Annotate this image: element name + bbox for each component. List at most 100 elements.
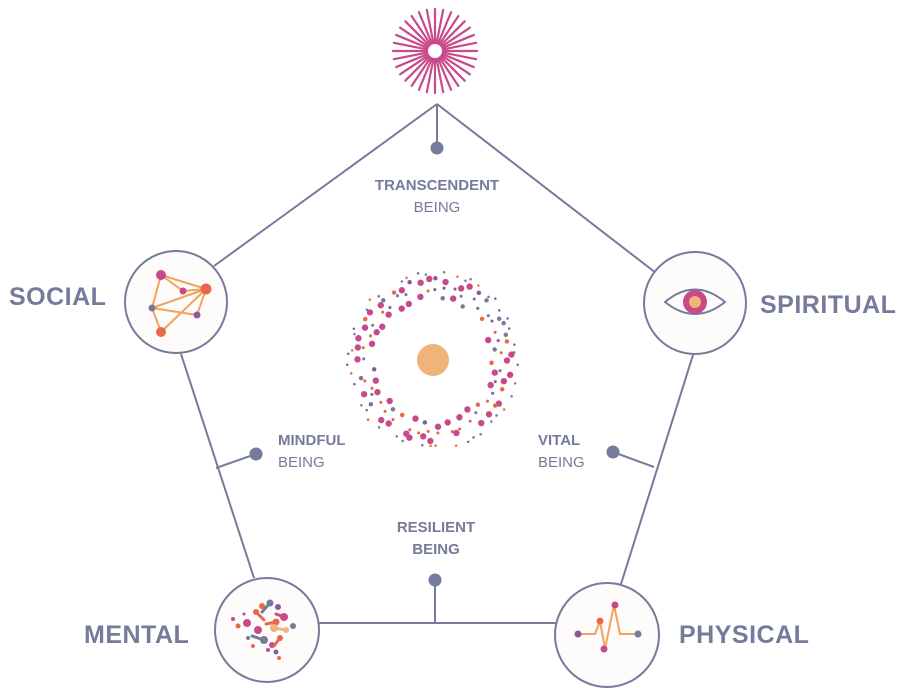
ring-dot: [385, 311, 392, 318]
ring-dot: [492, 347, 497, 352]
node-physical: [554, 582, 660, 688]
ring-dot: [472, 297, 476, 301]
ring-dot: [502, 408, 506, 411]
ring-dot: [442, 270, 446, 274]
brain-stroke: [250, 634, 266, 642]
ring-dot: [489, 360, 494, 366]
resilient-line1: RESILIENT: [396, 519, 476, 536]
ring-dot: [347, 352, 350, 356]
ring-dot: [474, 411, 478, 415]
brain-dot: [231, 617, 235, 621]
starburst-ray: [440, 26, 472, 48]
ring-dot: [368, 340, 376, 348]
ring-dot: [374, 388, 381, 396]
starburst-ray: [417, 57, 434, 91]
ring-dot: [503, 357, 511, 364]
brain-stroke: [272, 626, 288, 632]
ring-dot: [370, 386, 374, 390]
ring-dot: [453, 287, 457, 291]
ring-dot: [453, 429, 460, 437]
ring-dot: [379, 323, 386, 330]
ring-dot: [456, 414, 463, 421]
ring-dot: [491, 369, 499, 376]
mindful-line2: BEING: [278, 454, 325, 471]
brain-stroke: [264, 620, 278, 626]
edge-social-mental: [180, 353, 255, 579]
ring-dot: [458, 285, 465, 292]
ring-dot: [417, 293, 424, 301]
resilient-pin: [428, 573, 442, 587]
ring-dot: [466, 283, 473, 290]
starburst-ray: [425, 57, 435, 94]
label-mindful-being: MINDFUL BEING: [278, 430, 378, 474]
ring-dot: [390, 407, 396, 412]
ring-dot: [477, 284, 480, 287]
ring-dot: [485, 411, 493, 418]
ring-dot: [513, 343, 516, 346]
brain-dot: [259, 603, 265, 609]
ring-dot: [490, 319, 494, 323]
starburst-ray: [435, 8, 445, 45]
ring-dot: [398, 305, 405, 312]
edge-apex-social: [213, 103, 438, 267]
mindful-line1: MINDFUL: [278, 432, 346, 449]
ring-dot: [490, 420, 493, 423]
ring-dot: [361, 346, 365, 350]
ring-dot: [486, 314, 490, 318]
ring-dot: [436, 431, 440, 435]
ring-dot: [398, 287, 406, 294]
ring-dot: [501, 320, 506, 326]
ring-dot: [365, 408, 368, 412]
ring-dot: [496, 316, 502, 322]
transcendent-line1: TRANSCENDENT: [374, 177, 500, 194]
ring-dot: [495, 414, 498, 417]
starburst-ray: [441, 52, 475, 69]
starburst-ray: [439, 20, 466, 47]
brain-dot: [254, 626, 262, 634]
starburst-ray: [404, 20, 431, 47]
resilient-line2: BEING: [412, 541, 460, 558]
ring-dot: [354, 344, 362, 351]
being-connectors: [215, 104, 655, 623]
pentagon-edges: [180, 103, 694, 624]
ring-dot: [353, 382, 356, 386]
ring-dot: [476, 290, 482, 296]
ring-dot: [498, 309, 501, 312]
ring-dot: [377, 302, 384, 309]
starburst-ray: [441, 41, 478, 51]
label-physical: PHYSICAL: [679, 621, 810, 649]
ring-dot: [403, 430, 410, 437]
brain-stroke: [274, 612, 286, 619]
ring-dot: [454, 444, 458, 447]
node-social: [124, 250, 228, 354]
ring-dot: [487, 381, 494, 389]
ring-dot: [412, 415, 419, 422]
ring-dot: [459, 294, 463, 298]
node-spiritual: [643, 251, 747, 355]
ring-dot: [366, 309, 374, 316]
ring-dot: [368, 298, 372, 301]
center-core: [417, 344, 449, 376]
ring-dot: [420, 433, 427, 440]
ring-dot: [363, 379, 367, 383]
ring-dot: [368, 334, 373, 338]
ring-dot: [485, 399, 490, 403]
ring-dot: [499, 351, 503, 355]
ring-dot: [464, 279, 467, 282]
heartbeat-icon: [574, 601, 642, 653]
brain-stroke: [260, 601, 272, 614]
node-mental: [214, 577, 320, 683]
starburst-ray: [410, 14, 432, 46]
starburst-ray: [435, 57, 445, 94]
brain-dot: [273, 649, 279, 655]
starburst-ray: [425, 8, 435, 45]
ring-dot: [407, 279, 412, 285]
ring-dot: [377, 426, 381, 429]
label-transcendent-being: TRANSCENDENT BEING: [337, 175, 537, 219]
ring-dot: [377, 295, 380, 298]
ring-dot: [494, 297, 497, 300]
edge-spiritual-physical: [620, 354, 694, 585]
brain-dot: [251, 644, 255, 648]
ring-dot: [506, 371, 514, 379]
